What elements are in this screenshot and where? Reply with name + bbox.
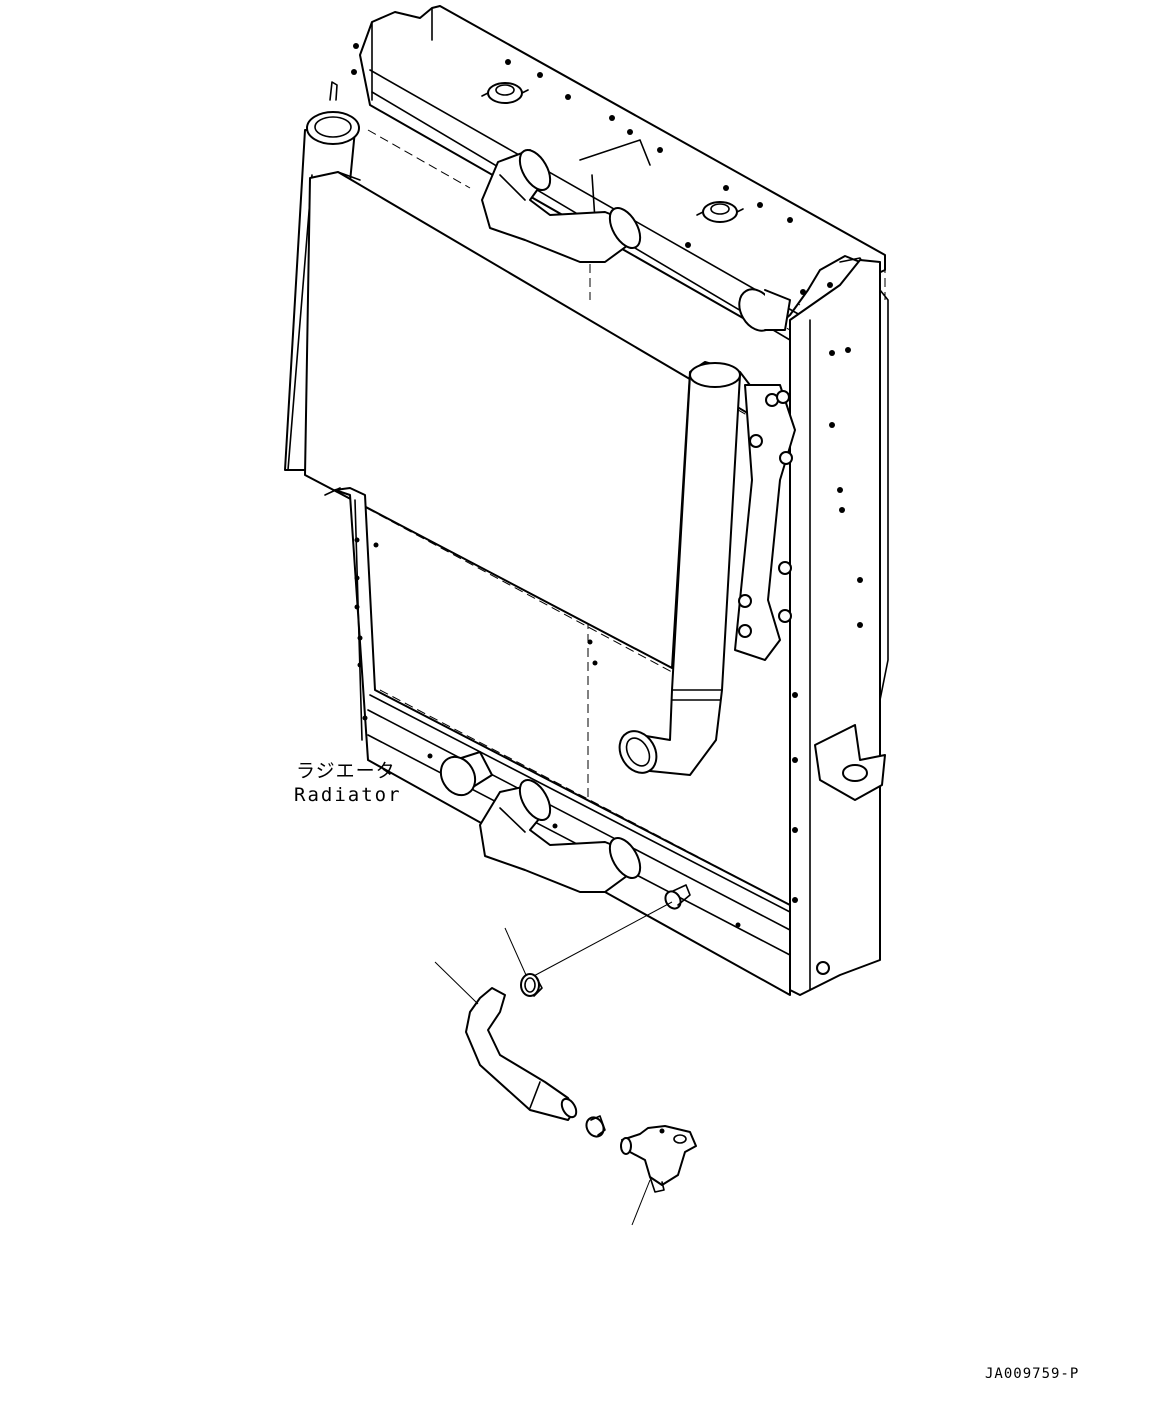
leader-line	[505, 928, 526, 975]
right-vertical-pipe	[612, 363, 740, 780]
drain-hose	[466, 988, 579, 1120]
leader-line	[435, 962, 478, 1004]
lower-left-outlet	[434, 751, 492, 802]
upper-hose	[482, 145, 646, 262]
drain-valve	[621, 1126, 696, 1192]
lower-hose	[480, 775, 646, 892]
radiator-core-panel	[305, 172, 790, 668]
radiator-label-jp: ラジエータ	[296, 760, 396, 782]
radiator-cap-icon	[697, 202, 743, 222]
hose-clamp	[583, 1114, 607, 1139]
drain-nipple	[662, 885, 690, 911]
side-bracket	[735, 385, 795, 660]
upper-right-outlet	[732, 283, 790, 337]
radiator-side-frame	[790, 260, 888, 995]
radiator-cap-icon	[482, 83, 528, 103]
assembly-line	[530, 902, 672, 978]
drawing-number: JA009759-P	[985, 1366, 1080, 1382]
radiator-label-en: Radiator	[294, 784, 402, 806]
leader-line	[632, 1180, 650, 1225]
hose-clamp	[521, 974, 542, 996]
